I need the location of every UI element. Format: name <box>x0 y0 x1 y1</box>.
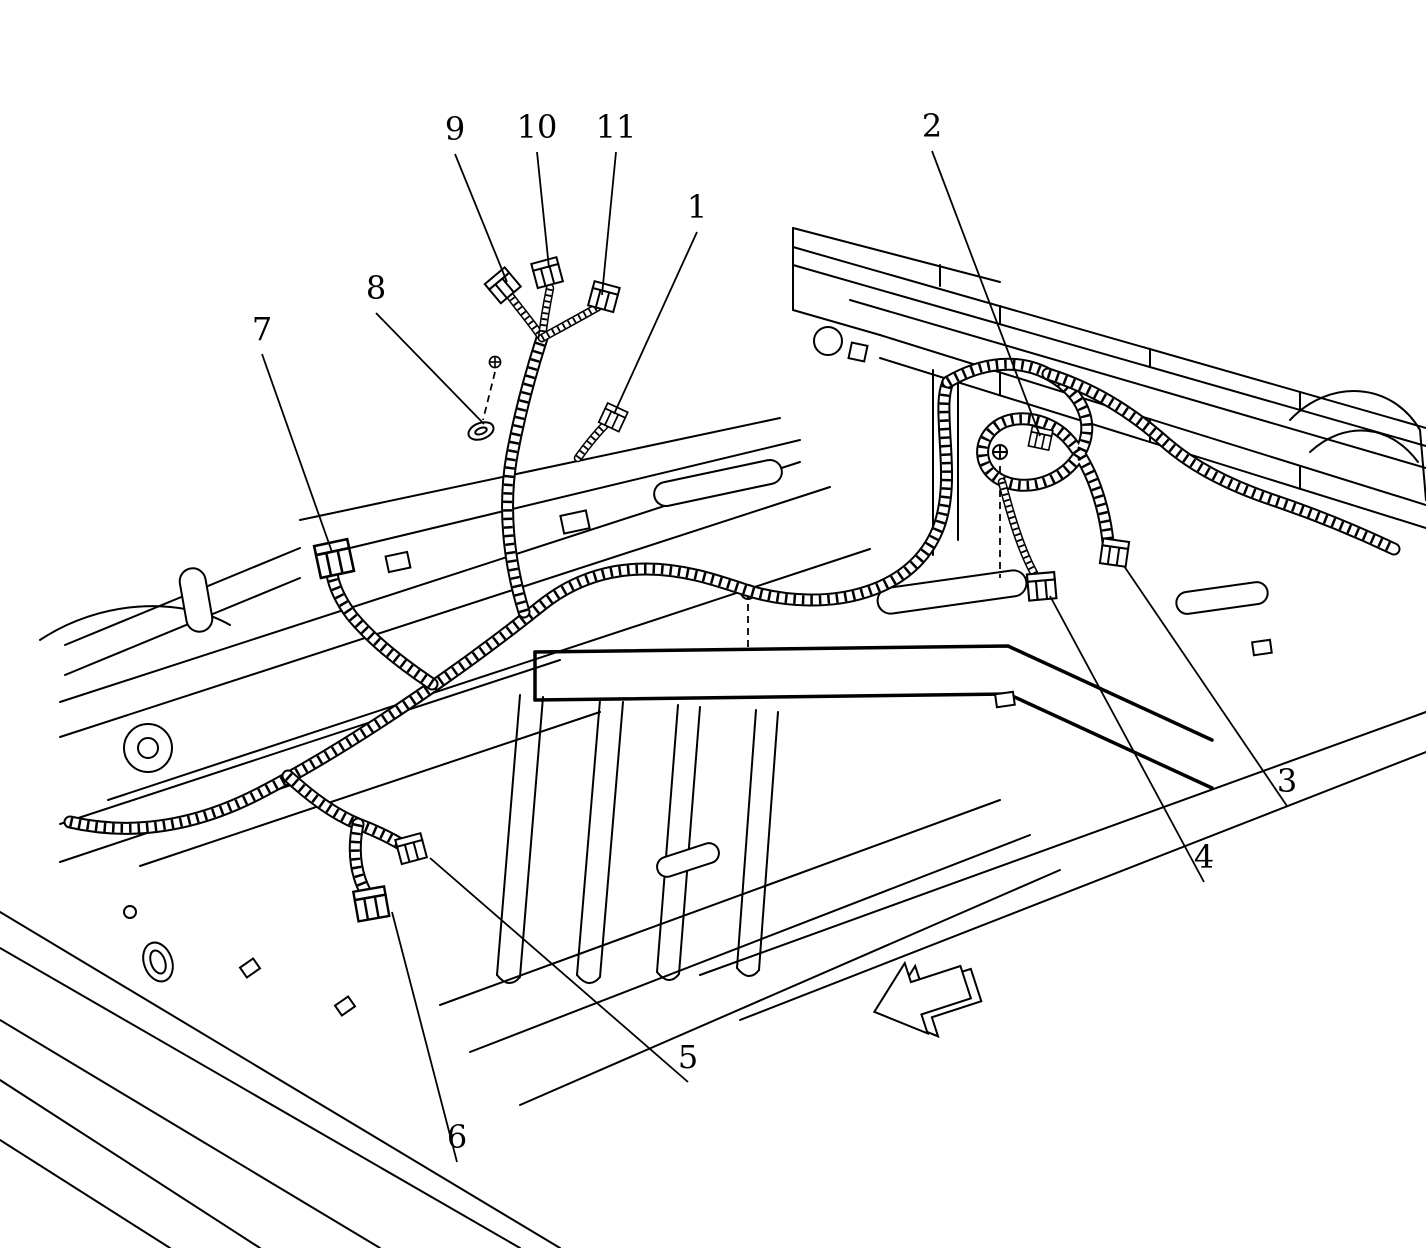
callout-label: 11 <box>596 108 637 146</box>
connector-6 <box>352 885 391 923</box>
callout-leader <box>261 353 333 553</box>
callout-leader <box>1049 595 1205 883</box>
callout-label: 4 <box>1194 838 1214 876</box>
callout-leader <box>375 312 485 425</box>
callout-label: 5 <box>678 1038 698 1076</box>
callout-label: 2 <box>922 107 942 145</box>
connector-5 <box>394 832 428 866</box>
connector-3 <box>1098 537 1131 568</box>
callout-label: 8 <box>366 269 386 307</box>
connector-7 <box>312 537 356 580</box>
callout-label: 1 <box>687 188 707 226</box>
callouts-layer: 9 10 11 2 1 8 7 3 4 5 6 <box>252 107 1297 1163</box>
callout-label: 9 <box>445 110 465 148</box>
connectors <box>312 256 1131 923</box>
callout-leader <box>454 153 508 283</box>
connector-4 <box>1025 571 1058 602</box>
callout-leader <box>429 857 689 1083</box>
callout-leader <box>1123 565 1288 807</box>
connector-2 <box>1027 425 1054 452</box>
callout-leader <box>536 151 550 269</box>
callout-leader <box>601 151 617 296</box>
connector-11 <box>587 280 621 314</box>
callout-label: 3 <box>1277 762 1297 800</box>
callout-label: 10 <box>517 108 558 146</box>
grommet-8-inner <box>474 426 488 436</box>
callout-leader <box>613 231 698 415</box>
body-structure-lines <box>0 227 1426 1248</box>
crossmember-band <box>533 644 1214 790</box>
callout-label: 7 <box>252 310 272 348</box>
screw-icon <box>992 444 1008 460</box>
callout-leader <box>391 911 458 1163</box>
floor-slots-and-holes <box>123 326 1273 1017</box>
connector-10 <box>530 256 564 290</box>
direction-arrow-icon <box>872 960 983 1039</box>
callout-leader <box>931 150 1041 437</box>
bolt-icon <box>488 355 502 369</box>
callout-label: 6 <box>447 1118 467 1156</box>
